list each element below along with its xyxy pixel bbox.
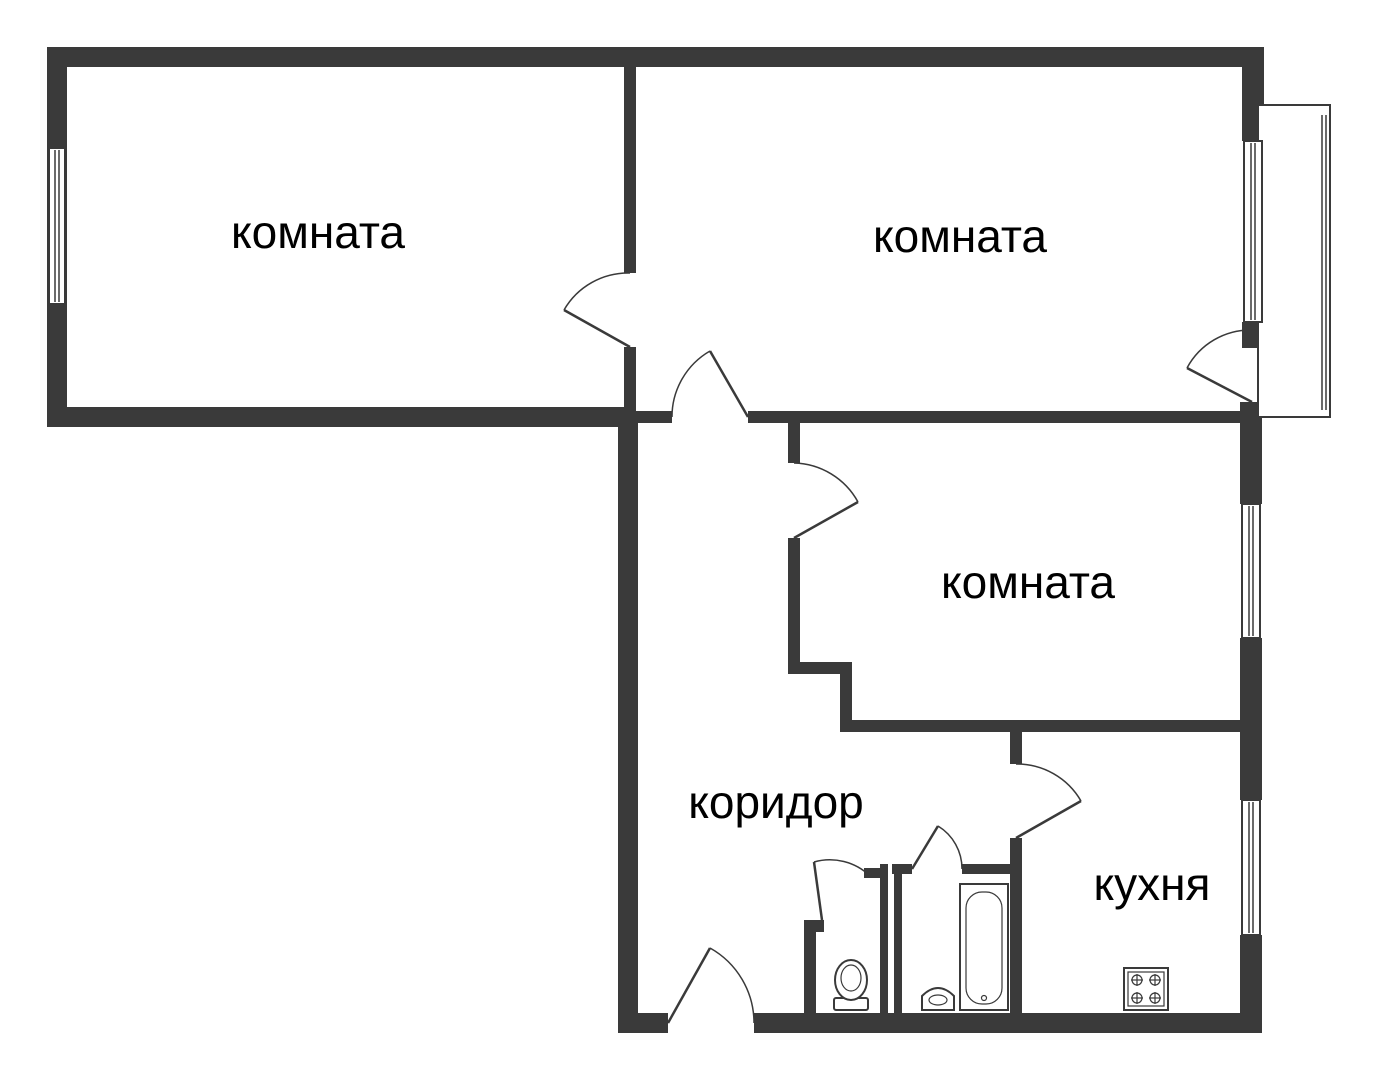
sink-icon xyxy=(921,987,955,1011)
wall-right-mid-c xyxy=(1240,935,1262,1033)
window-kitchen xyxy=(1241,799,1261,936)
wall-kitchen-left-a xyxy=(1010,720,1022,764)
wall-right-mid-b xyxy=(1240,638,1262,800)
wall-room1-bottom xyxy=(47,407,633,427)
wall-bath-top-a xyxy=(892,864,912,874)
wall-room1-room2 xyxy=(624,47,636,273)
door-bathroom xyxy=(910,825,963,870)
door-toilet xyxy=(812,859,871,921)
door-room2 xyxy=(671,350,750,418)
wall-room3-step-h xyxy=(788,662,850,674)
wall-room2-bottom-b xyxy=(748,411,1262,423)
wall-top xyxy=(47,47,1264,67)
door-balcony xyxy=(1186,329,1253,404)
wall-right-mid-a xyxy=(1240,402,1262,504)
wall-toilet-top-b xyxy=(804,920,824,932)
room-2-label: комната xyxy=(873,210,1047,262)
wall-bath-top-b xyxy=(962,864,1020,874)
corridor-label: коридор xyxy=(688,776,864,828)
walls xyxy=(47,47,1264,1033)
room-3-label: комната xyxy=(941,556,1115,608)
wall-room1-room2-lower xyxy=(624,347,636,415)
toilet-icon xyxy=(833,959,869,1011)
wall-room3-left-a xyxy=(788,411,800,463)
wall-toilet-bath xyxy=(880,864,888,1024)
door-kitchen xyxy=(1015,763,1082,840)
window-room3 xyxy=(1241,503,1261,639)
wall-room3-left-b xyxy=(788,538,800,672)
bathtub-icon xyxy=(959,883,1009,1011)
wall-toilet-left xyxy=(804,920,816,1024)
stove-icon xyxy=(1123,967,1169,1011)
door-room1 xyxy=(563,272,631,349)
window-room1 xyxy=(48,147,66,305)
fixtures xyxy=(833,883,1169,1011)
wall-toilet-bath-b xyxy=(894,874,902,1024)
wall-toilet-top xyxy=(864,868,888,878)
wall-bottom-a xyxy=(618,1013,668,1033)
room-labels: комната комната комната коридор кухня xyxy=(231,206,1210,910)
wall-bottom-b xyxy=(754,1013,1262,1033)
wall-room3-step-v xyxy=(840,662,852,732)
wall-corridor-left xyxy=(618,411,638,1033)
door-room3 xyxy=(793,462,859,540)
wall-room3-bottom xyxy=(840,720,1262,732)
balcony-frame xyxy=(1257,104,1331,418)
wall-kitchen-left-b xyxy=(1010,838,1022,1033)
balcony xyxy=(1257,104,1331,418)
kitchen-label: кухня xyxy=(1094,858,1211,910)
room-1-label: комната xyxy=(231,206,405,258)
window-room2 xyxy=(1243,140,1263,323)
windows xyxy=(48,140,1263,936)
doors xyxy=(563,272,1253,1024)
door-entrance xyxy=(666,947,755,1024)
